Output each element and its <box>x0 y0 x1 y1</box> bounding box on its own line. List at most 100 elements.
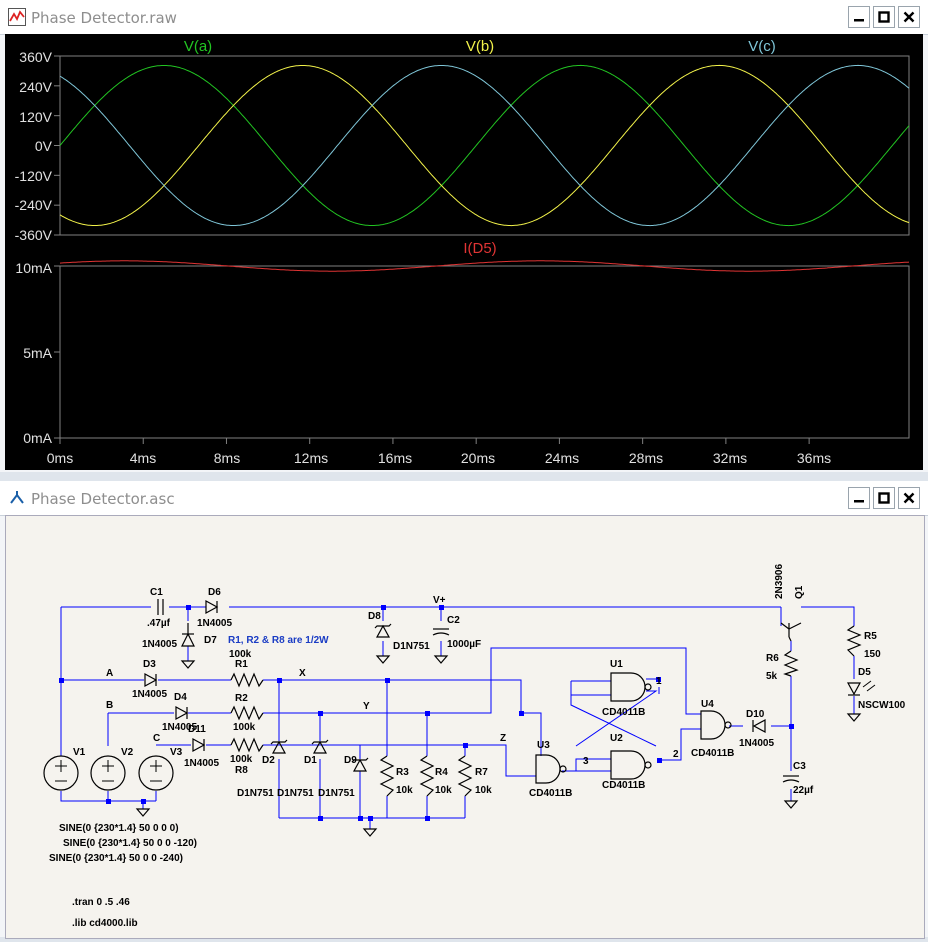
label-r5-value[interactable]: 150 <box>864 649 881 660</box>
label-c2[interactable]: C2 <box>447 615 460 626</box>
label-v3[interactable]: V3 <box>170 747 183 758</box>
label-r3-value[interactable]: 10k <box>396 785 413 796</box>
label-r8-value[interactable]: 100k <box>230 754 253 765</box>
label-r7-value[interactable]: 10k <box>475 785 492 796</box>
label-d4[interactable]: D4 <box>174 692 187 703</box>
v2-sine-directive[interactable]: SINE(0 {230*1.4} 50 0 0 -120) <box>63 838 197 849</box>
label-d6[interactable]: D6 <box>208 587 221 598</box>
label-d9[interactable]: D9 <box>344 755 357 766</box>
label-v2[interactable]: V2 <box>121 747 134 758</box>
node-label-1[interactable]: 1 <box>656 676 662 687</box>
waveform-titlebar[interactable]: Phase Detector.raw <box>0 0 928 35</box>
schematic-drawing[interactable]: C1 .47µf D6 1N4005 D7 1N4005 D8 D1N751 V… <box>6 516 924 938</box>
label-u1-value[interactable]: CD4011B <box>602 707 645 718</box>
lib-directive[interactable]: .lib cd4000.lib <box>72 918 138 929</box>
label-u2[interactable]: U2 <box>610 733 623 744</box>
label-u1[interactable]: U1 <box>610 659 623 670</box>
v1-sine-directive[interactable]: SINE(0 {230*1.4} 50 0 0 0) <box>59 823 179 834</box>
label-d1-value[interactable]: D1N751 <box>277 788 314 799</box>
label-q1-value[interactable]: 2N3906 <box>774 564 785 599</box>
waveform-plot-area[interactable]: V(a) V(b) V(c) I(D5) 360V 240V 120V 0V -… <box>5 34 923 470</box>
waveform-window-title: Phase Detector.raw <box>31 9 177 27</box>
close-button[interactable] <box>898 487 920 509</box>
trace-label-vc[interactable]: V(c) <box>748 38 776 55</box>
net-label-x[interactable]: X <box>299 668 306 679</box>
schematic-canvas[interactable]: C1 .47µf D6 1N4005 D7 1N4005 D8 D1N751 V… <box>5 515 925 939</box>
labels: C1 .47µf D6 1N4005 D7 1N4005 D8 D1N751 V… <box>49 564 906 929</box>
label-u4[interactable]: U4 <box>701 699 714 710</box>
label-d11-value[interactable]: 1N4005 <box>184 758 219 769</box>
pane1-frame <box>59 55 910 236</box>
node-label-3[interactable]: 3 <box>583 756 589 767</box>
trace-id5[interactable] <box>59 260 910 272</box>
label-c2-value[interactable]: 1000µF <box>447 639 481 650</box>
label-d7-value[interactable]: 1N4005 <box>142 639 177 650</box>
label-u2-value[interactable]: CD4011B <box>602 780 645 791</box>
trace-label-va[interactable]: V(a) <box>184 38 212 55</box>
label-d5-value[interactable]: NSCW100 <box>858 700 906 711</box>
label-r6[interactable]: R6 <box>766 653 779 664</box>
label-d2[interactable]: D2 <box>262 755 275 766</box>
trace-label-id5[interactable]: I(D5) <box>463 240 496 257</box>
trace-vc[interactable] <box>59 64 910 227</box>
net-label-a[interactable]: A <box>106 668 113 679</box>
design-note[interactable]: R1, R2 & R8 are 1/2W <box>228 635 329 646</box>
label-c1[interactable]: C1 <box>150 587 163 598</box>
net-label-y[interactable]: Y <box>363 701 370 712</box>
v3-sine-directive[interactable]: SINE(0 {230*1.4} 50 0 0 -240) <box>49 853 183 864</box>
xtick-label: 28ms <box>629 450 663 466</box>
net-label-b[interactable]: B <box>106 700 113 711</box>
label-r7[interactable]: R7 <box>475 767 488 778</box>
label-r1[interactable]: R1 <box>235 659 248 670</box>
label-d8[interactable]: D8 <box>368 611 381 622</box>
label-d3[interactable]: D3 <box>143 659 156 670</box>
waveform-plot[interactable]: V(a) V(b) V(c) I(D5) 360V 240V 120V 0V -… <box>5 34 923 470</box>
minimize-button[interactable] <box>848 487 870 509</box>
label-c1-value[interactable]: .47µf <box>147 618 171 629</box>
label-d10[interactable]: D10 <box>746 709 765 720</box>
trace-va[interactable] <box>59 64 910 227</box>
label-r2[interactable]: R2 <box>235 693 248 704</box>
label-r2-value[interactable]: 100k <box>233 722 256 733</box>
label-r5[interactable]: R5 <box>864 631 877 642</box>
label-v1[interactable]: V1 <box>73 747 86 758</box>
label-d5[interactable]: D5 <box>858 667 871 678</box>
label-d4-value[interactable]: 1N4005 <box>162 722 197 733</box>
close-button[interactable] <box>898 6 920 28</box>
maximize-button[interactable] <box>873 6 895 28</box>
label-r4[interactable]: R4 <box>435 767 448 778</box>
label-d11[interactable]: D11 <box>188 724 206 735</box>
label-c3[interactable]: C3 <box>793 761 806 772</box>
schematic-titlebar[interactable]: Phase Detector.asc <box>0 481 928 516</box>
schematic-app-icon <box>10 491 24 504</box>
label-u3-value[interactable]: CD4011B <box>529 788 572 799</box>
xtick-label: 24ms <box>545 450 579 466</box>
label-r3[interactable]: R3 <box>396 767 409 778</box>
label-d10-value[interactable]: 1N4005 <box>739 738 774 749</box>
minimize-button[interactable] <box>848 6 870 28</box>
label-d2-value[interactable]: D1N751 <box>237 788 274 799</box>
label-r8[interactable]: R8 <box>235 765 248 776</box>
label-d6-value[interactable]: 1N4005 <box>197 618 232 629</box>
label-u4-value[interactable]: CD4011B <box>691 748 734 759</box>
label-d9-value[interactable]: D1N751 <box>318 788 355 799</box>
label-r1-value[interactable]: 100k <box>229 649 252 660</box>
trace-label-vb[interactable]: V(b) <box>466 38 494 55</box>
trace-vb[interactable] <box>59 64 910 227</box>
label-q1[interactable]: Q1 <box>794 585 805 599</box>
node-label-2[interactable]: 2 <box>673 749 679 760</box>
label-d7[interactable]: D7 <box>204 635 217 646</box>
maximize-button[interactable] <box>873 487 895 509</box>
label-u3[interactable]: U3 <box>537 740 550 751</box>
net-label-c[interactable]: C <box>153 733 160 744</box>
label-r6-value[interactable]: 5k <box>766 671 778 682</box>
net-label-z[interactable]: Z <box>500 733 506 744</box>
label-vplus[interactable]: V+ <box>433 595 446 606</box>
label-r4-value[interactable]: 10k <box>435 785 452 796</box>
label-c3-value[interactable]: 22µf <box>793 785 814 796</box>
label-d1[interactable]: D1 <box>304 755 317 766</box>
tran-directive[interactable]: .tran 0 .5 .46 <box>72 897 130 908</box>
label-d8-value[interactable]: D1N751 <box>393 641 430 652</box>
label-d3-value[interactable]: 1N4005 <box>132 689 167 700</box>
waveform-window: Phase Detector.raw V(a) V(b) V(c) I(D5) … <box>0 0 928 472</box>
